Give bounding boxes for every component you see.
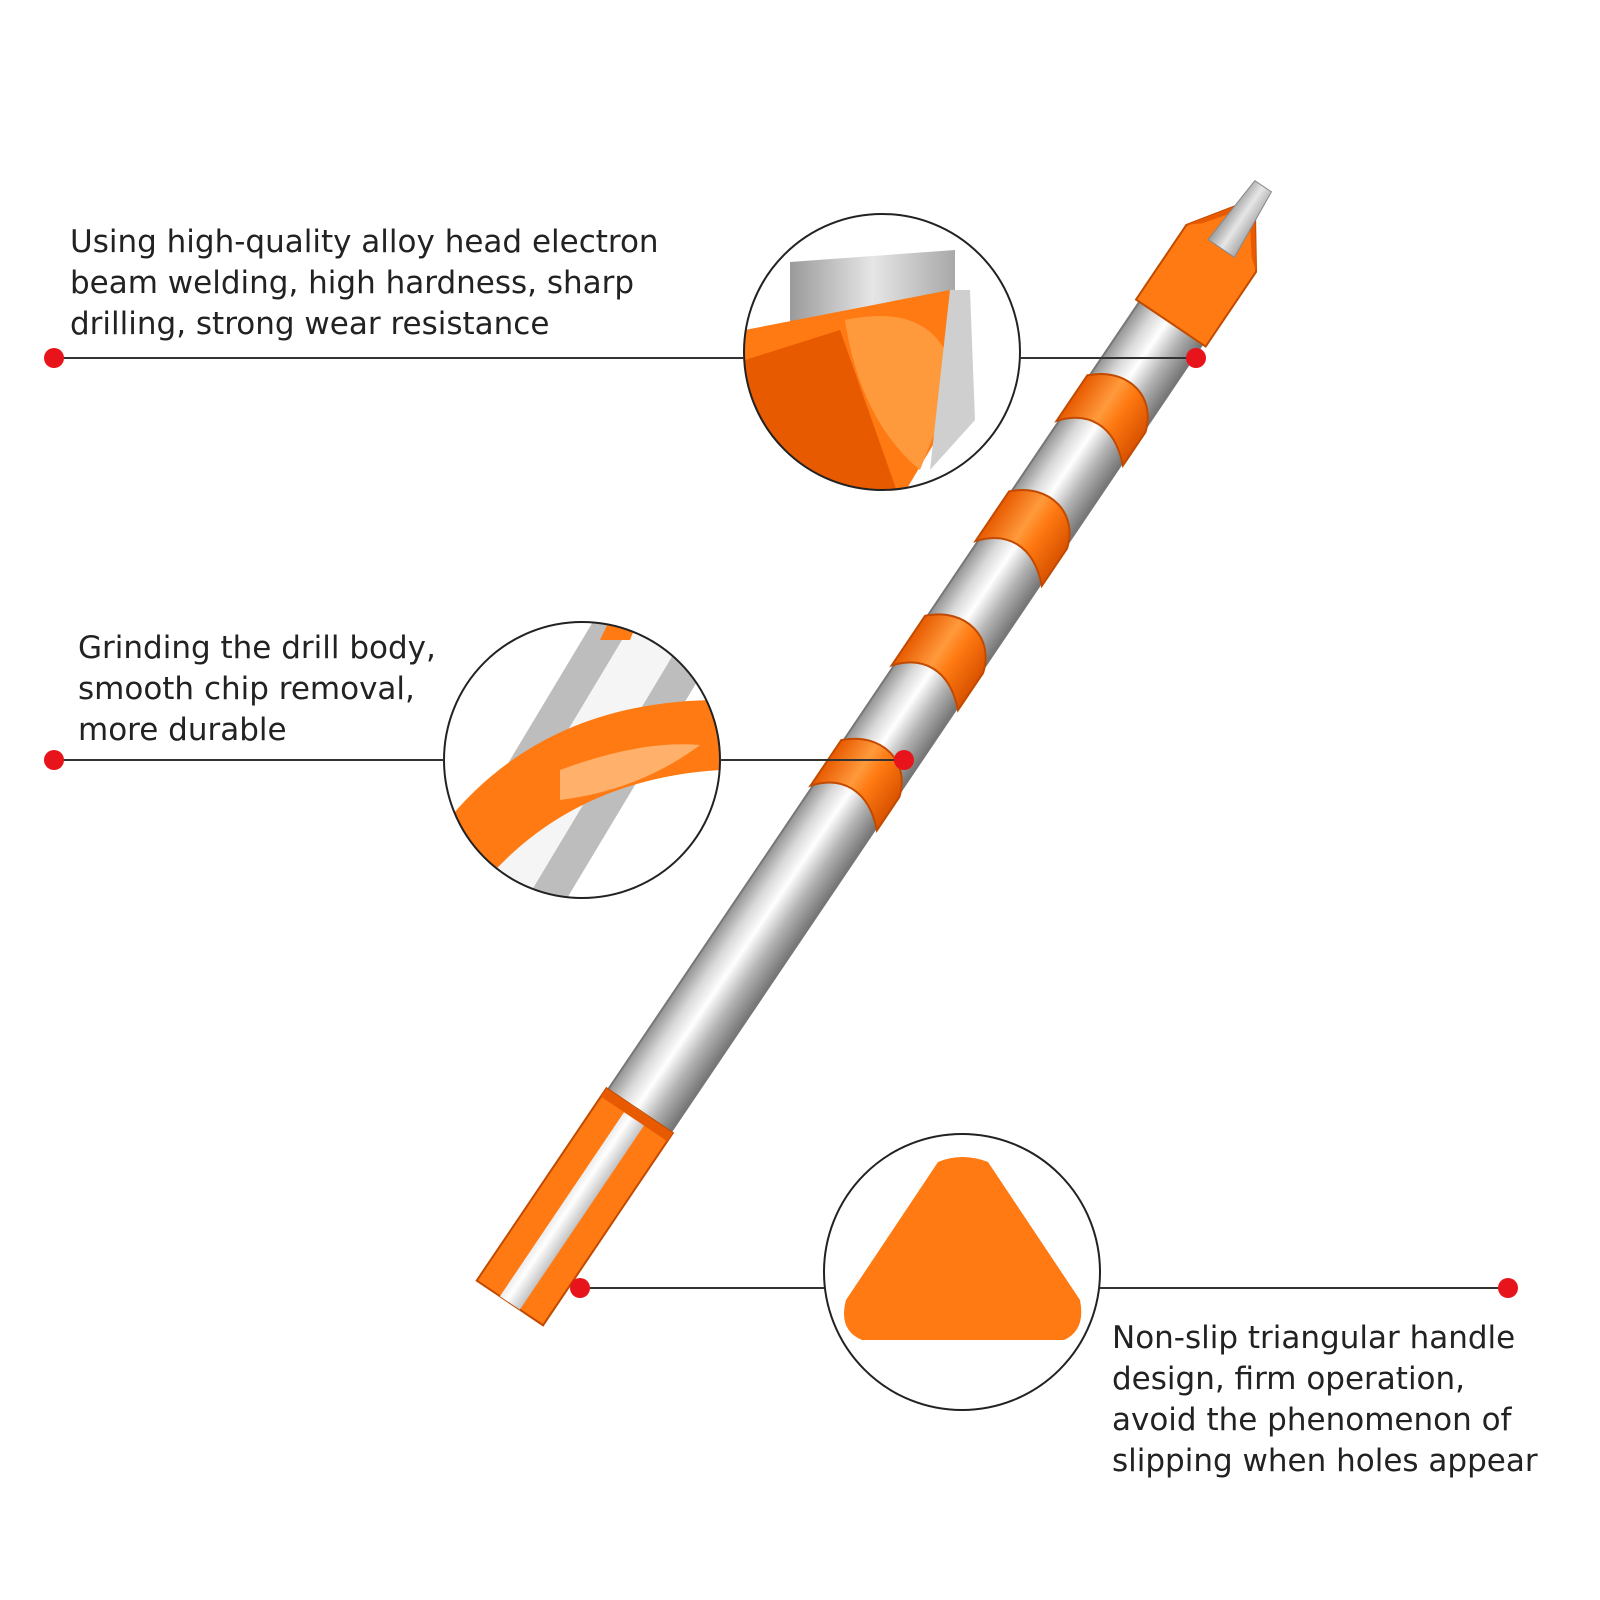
callout-tip-line-1: Using high-quality alloy head electron <box>70 224 659 260</box>
spiral-flutes <box>808 373 1149 833</box>
triangular-shank <box>475 1086 675 1327</box>
callout-shank-line-4: slipping when holes appear <box>1112 1443 1538 1479</box>
triangle-cross-section <box>844 1157 1082 1340</box>
dot-tip-bit <box>1186 348 1206 368</box>
callout-dots <box>44 348 1518 1298</box>
callout-shank-line-3: avoid the phenomenon of <box>1112 1402 1512 1438</box>
callout-tip-line-3: drilling, strong wear resistance <box>70 306 550 342</box>
dot-tip-left <box>44 348 64 368</box>
drill-bit <box>475 179 1273 1327</box>
callout-shank-line-2: design, firm operation, <box>1112 1361 1466 1397</box>
zoom-circle-body <box>443 621 721 899</box>
zoom-circle-shank <box>823 1133 1101 1411</box>
dot-body-bit <box>894 750 914 770</box>
callout-body-line-3: more durable <box>78 712 287 748</box>
callout-body-line-1: Grinding the drill body, <box>78 630 436 666</box>
carbide-tip <box>1134 179 1273 348</box>
dot-shank-right <box>1498 1278 1518 1298</box>
zoom-circle-tip <box>743 213 1021 491</box>
callout-shank-text: Non-slip triangular handle design, firm … <box>1112 1318 1538 1482</box>
callout-body-text: Grinding the drill body, smooth chip rem… <box>78 628 436 751</box>
leader-lines <box>54 357 1508 1289</box>
callout-body-line-2: smooth chip removal, <box>78 671 415 707</box>
dot-shank-bit <box>570 1278 590 1298</box>
callout-tip-line-2: beam welding, high hardness, sharp <box>70 265 635 301</box>
dot-body-left <box>44 750 64 770</box>
callout-shank-line-1: Non-slip triangular handle <box>1112 1320 1516 1356</box>
callout-tip-text: Using high-quality alloy head electron b… <box>70 222 659 345</box>
